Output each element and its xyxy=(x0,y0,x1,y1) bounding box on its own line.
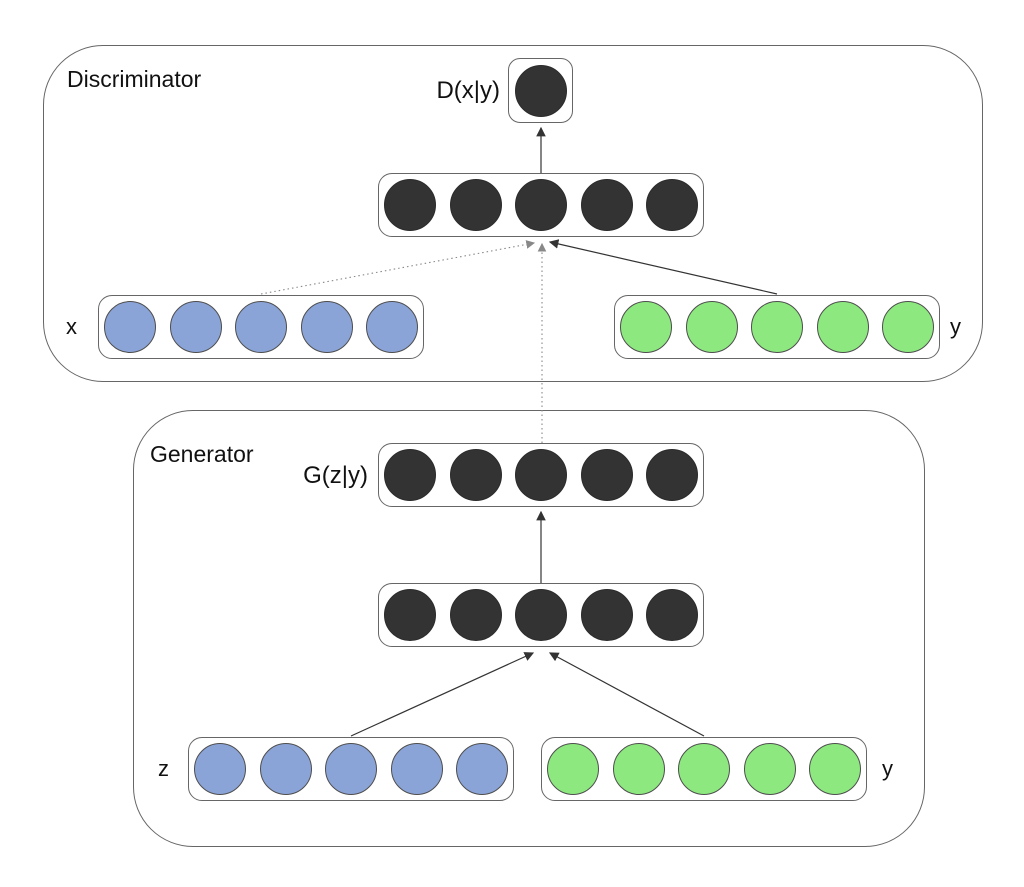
generator-input-z-layer xyxy=(188,737,514,801)
neuron-dark xyxy=(384,449,436,501)
discriminator-hidden-layer xyxy=(378,173,704,237)
neuron-green xyxy=(678,743,730,795)
neuron-green xyxy=(743,743,796,795)
neuron-dark xyxy=(646,449,698,501)
discriminator-label: Discriminator xyxy=(67,66,202,92)
neuron-dark xyxy=(515,179,567,231)
discriminator-input-x-layer xyxy=(98,295,424,359)
input-x-label: x xyxy=(66,314,77,339)
neuron-dark xyxy=(515,589,567,641)
neuron-blue xyxy=(259,743,312,795)
neuron-blue xyxy=(390,743,443,795)
neuron-blue xyxy=(194,743,246,795)
neuron-dark xyxy=(449,449,502,501)
generator-input-y-layer xyxy=(541,737,867,801)
neuron-blue xyxy=(366,301,418,353)
neuron-dark xyxy=(646,589,698,641)
neuron-green xyxy=(685,301,738,353)
neuron-dark xyxy=(515,449,567,501)
neuron-dark xyxy=(384,179,436,231)
generator-box xyxy=(133,410,925,847)
neuron-green xyxy=(547,743,599,795)
generator-output-layer xyxy=(378,443,704,507)
input-z-label: z xyxy=(158,756,169,781)
neuron-blue xyxy=(325,743,377,795)
generator-y-label: y xyxy=(882,756,893,781)
neuron-green xyxy=(809,743,861,795)
neuron-dark xyxy=(514,64,567,117)
neuron-blue xyxy=(300,301,353,353)
neuron-green xyxy=(751,301,803,353)
generator-output-label: G(z|y) xyxy=(303,462,368,489)
neuron-blue xyxy=(104,301,156,353)
discriminator-y-label: y xyxy=(950,314,961,339)
neuron-blue xyxy=(456,743,508,795)
neuron-dark xyxy=(580,449,633,501)
discriminator-box xyxy=(43,45,983,382)
neuron-green xyxy=(882,301,934,353)
neuron-green xyxy=(816,301,869,353)
generator-hidden-layer xyxy=(378,583,704,647)
neuron-dark xyxy=(449,589,502,641)
neuron-dark xyxy=(580,589,633,641)
discriminator-output-label: D(x|y) xyxy=(436,77,500,104)
neuron-blue xyxy=(235,301,287,353)
neuron-dark xyxy=(646,179,698,231)
discriminator-input-y-layer xyxy=(614,295,940,359)
neuron-dark xyxy=(580,179,633,231)
generator-label: Generator xyxy=(150,441,254,467)
neuron-dark xyxy=(384,589,436,641)
neuron-blue xyxy=(169,301,222,353)
discriminator-output-layer xyxy=(508,58,573,123)
neuron-dark xyxy=(449,179,502,231)
neuron-green xyxy=(612,743,665,795)
neuron-green xyxy=(620,301,672,353)
